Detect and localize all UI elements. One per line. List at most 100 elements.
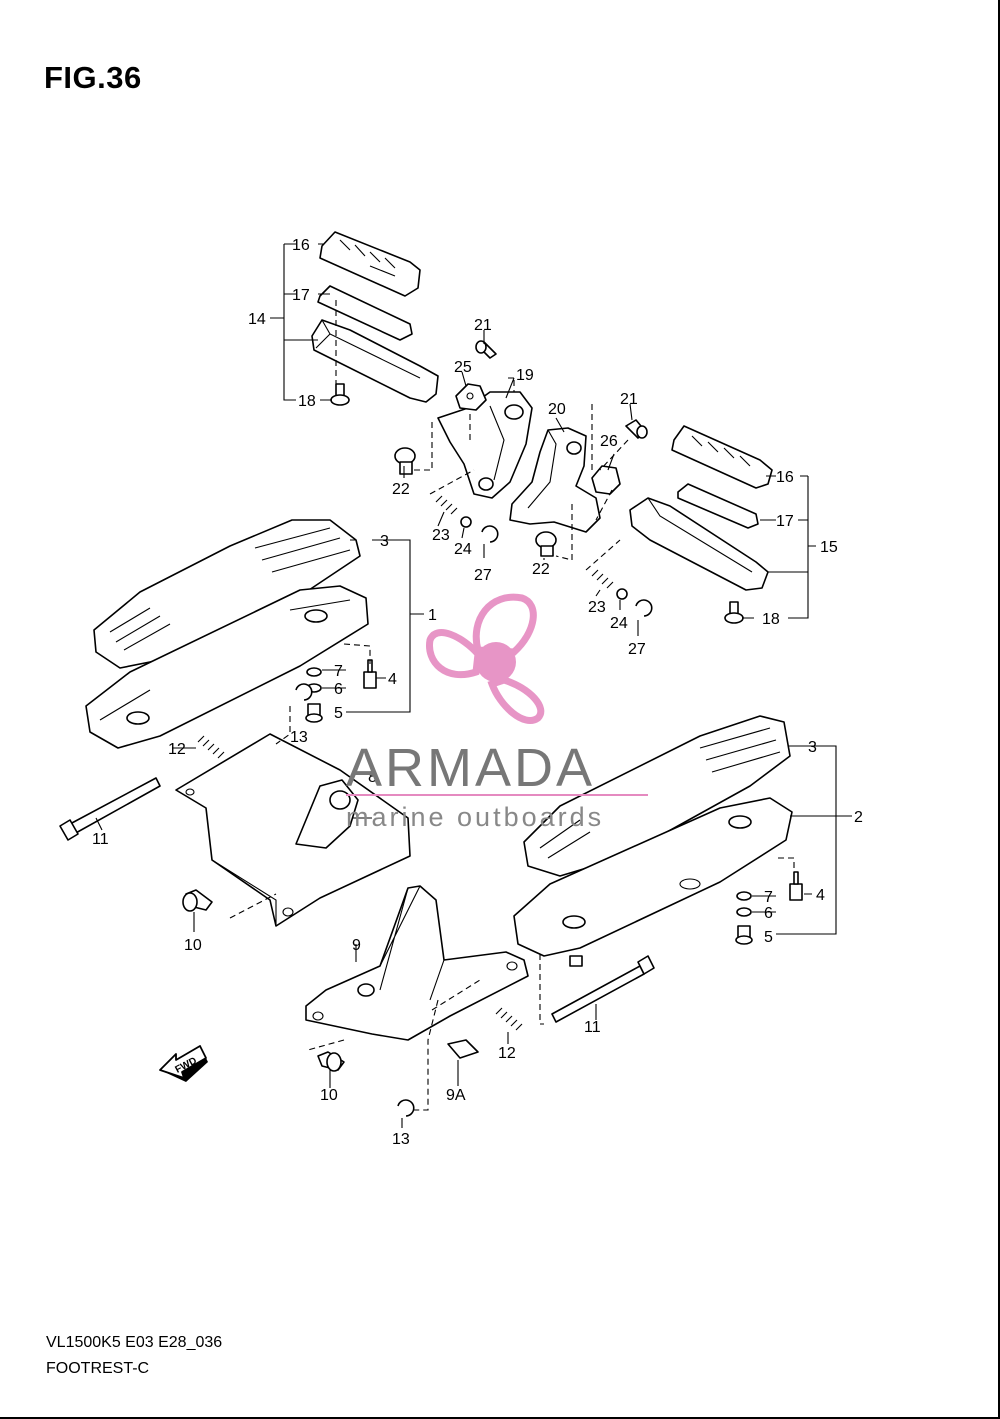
bolt-10-left [182, 889, 213, 912]
spring-23-right [591, 569, 614, 589]
callout-10: 10 [184, 937, 202, 954]
callout-17: 17 [292, 287, 310, 304]
callout-25: 25 [454, 359, 472, 376]
ball-24-right [616, 588, 628, 600]
callout-11: 11 [92, 831, 109, 848]
bolt-4-left [363, 659, 377, 689]
callout-24: 24 [610, 615, 628, 632]
callout-8: 8 [368, 769, 377, 786]
nut-5-right [735, 925, 753, 945]
callout-24: 24 [454, 541, 472, 558]
callout-13: 13 [290, 729, 308, 746]
callout-7: 7 [334, 663, 343, 680]
bolt-10-right [317, 1051, 345, 1072]
fwd-arrow-icon: FWD [159, 1045, 208, 1082]
footpeg-plate-right [677, 483, 759, 529]
callout-14: 14 [248, 311, 266, 328]
leader-lines [95, 243, 852, 1128]
figure-name: FOOTREST-C [46, 1360, 150, 1377]
callout-5: 5 [764, 929, 773, 946]
plate-25 [455, 383, 487, 411]
spring-12-right [495, 1007, 523, 1031]
callout-5: 5 [334, 705, 343, 722]
clip-13-lower [397, 1099, 415, 1117]
callout-4: 4 [388, 671, 397, 688]
callout-27: 27 [474, 567, 492, 584]
spring-23-left [435, 495, 458, 515]
bolt-11-right [551, 955, 655, 1023]
callout-22: 22 [532, 561, 550, 578]
callout-labels: 16 17 14 18 21 25 19 20 21 26 16 17 15 1… [92, 237, 863, 1148]
model-code: VL1500K5 E03 E28_036 [46, 1334, 223, 1351]
clip-27-right [635, 599, 653, 617]
callout-23: 23 [588, 599, 606, 616]
callout-23: 23 [432, 527, 450, 544]
callout-17: 17 [776, 513, 794, 530]
callout-20: 20 [548, 401, 566, 418]
bolt-18-left [330, 383, 350, 406]
washer-6-right [736, 907, 752, 917]
bracket-19 [437, 391, 533, 499]
bracket-9 [305, 885, 529, 1041]
callout-22: 22 [392, 481, 410, 498]
pin-22-left [394, 447, 416, 475]
footpeg-rubber-left [319, 231, 421, 297]
washer-7-right [736, 891, 752, 901]
callout-12: 12 [168, 741, 186, 758]
callout-11: 11 [584, 1019, 601, 1036]
watermark: ARMADA marine outboards [346, 593, 648, 832]
callout-12: 12 [498, 1045, 516, 1062]
floorboard-plate-right [513, 797, 793, 967]
washer-7-left [306, 667, 322, 677]
callout-6: 6 [764, 905, 773, 922]
callout-1: 1 [428, 607, 437, 624]
pin-22-right [535, 531, 557, 557]
callout-21: 21 [474, 317, 492, 334]
callout-6: 6 [334, 681, 343, 698]
callout-16: 16 [292, 237, 310, 254]
callout-10: 10 [320, 1087, 338, 1104]
bolt-18-right [724, 601, 744, 624]
callout-19: 19 [516, 367, 534, 384]
plate-26 [591, 465, 621, 495]
clip-13-upper [295, 683, 313, 701]
bracket-20 [509, 427, 601, 533]
watermark-tagline: marine outboards [346, 802, 604, 832]
callout-13: 13 [392, 1131, 410, 1148]
footpeg-bracket-right [629, 497, 769, 591]
callout-16: 16 [776, 469, 794, 486]
callout-26: 26 [600, 433, 618, 450]
callout-2: 2 [854, 809, 863, 826]
propeller-logo-icon [426, 593, 545, 724]
callout-18: 18 [298, 393, 316, 410]
bolt-21-right [625, 419, 648, 439]
nut-5-left [305, 703, 323, 723]
watermark-brand: ARMADA [346, 738, 595, 798]
callout-9a: 9A [446, 1087, 466, 1104]
callout-21: 21 [620, 391, 638, 408]
callout-7: 7 [764, 889, 773, 906]
callout-3: 3 [380, 533, 389, 550]
floorboard-mat-left [93, 519, 361, 669]
callout-3: 3 [808, 739, 817, 756]
callout-15: 15 [820, 539, 838, 556]
bolt-4-right [789, 871, 803, 901]
callout-27: 27 [628, 641, 646, 658]
footpeg-bracket-left [311, 319, 439, 403]
floorboard-plate-left [85, 585, 369, 749]
figure-title: FIG.36 [44, 60, 142, 95]
callout-4: 4 [816, 887, 825, 904]
pad-9a [447, 1039, 479, 1059]
callout-9: 9 [352, 937, 361, 954]
bolt-21-left [475, 340, 497, 359]
ball-24-left [460, 516, 472, 528]
callout-18: 18 [762, 611, 780, 628]
floorboard-mat-right [523, 715, 791, 877]
clip-27-left [481, 525, 499, 543]
footpeg-rubber-right [671, 425, 773, 489]
bracket-8 [175, 733, 411, 927]
spring-12-left [197, 735, 225, 759]
footpeg-plate-left [317, 285, 413, 341]
